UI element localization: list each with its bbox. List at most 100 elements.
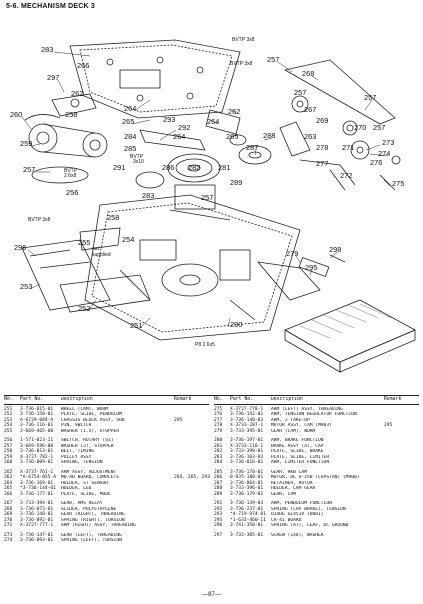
part-description: MOTOR ASSY, CAM (M903) (271, 423, 332, 428)
part-description: CHASSIS BLOCK ASSY, SUB (61, 417, 125, 423)
part-description: ARM, BRAKE FUNCTION (271, 438, 324, 443)
part-number: 3-736-197-01 (230, 438, 264, 443)
callout-278: 278 (316, 143, 328, 152)
part-number: X-3727-777-1 (20, 523, 54, 528)
callout-257: 257 (364, 93, 376, 102)
callout-258: 258 (107, 213, 119, 222)
parts-list-top-rule (4, 395, 419, 396)
part-ref-no: 291 (214, 501, 223, 506)
part-ref-no: 287 (214, 480, 223, 486)
part-remark (384, 492, 419, 498)
part-ref-no: 268 (4, 506, 13, 512)
part-ref-no: 256 (4, 438, 13, 443)
part-number: 3-736-237-01 (230, 506, 264, 512)
part-description: SPRING (LEFT), TORSION (61, 538, 122, 543)
part-number: X-3727-782-1 (20, 454, 54, 460)
screw-label-p8-2-6x5: P8 2.6x5 (195, 342, 215, 348)
callout-258: 258 (65, 110, 77, 119)
callout-264: 264 (173, 132, 185, 141)
part-description: SCREW (1X8), WASHER (271, 532, 324, 538)
part-number: *A-6754-055-A (20, 475, 56, 480)
header-description: Description (271, 397, 303, 402)
capstan-motor-gears (135, 109, 272, 221)
group-spacer (4, 544, 209, 548)
part-number: X-3727-778-1 (230, 406, 264, 412)
screw-label-3x10: 3x10 (133, 159, 144, 165)
header-remark: Remark (384, 397, 402, 402)
callout-277: 277 (316, 159, 328, 168)
part-number: X-3733-207-1 (230, 423, 264, 428)
part-description: PIN, SWITCH (61, 423, 92, 428)
callout-270: 270 (354, 123, 366, 132)
part-description: SPRING (CAP BRAKE), TENSION (271, 506, 346, 512)
part-ref-no: 255 (4, 428, 13, 434)
header-description: Description (61, 397, 93, 402)
parts-row-256: 256 1-571-823-11 SWITCH, ROTARY (S1) (4, 438, 209, 444)
part-ref-no: 273 (4, 532, 13, 538)
part-ref-no: 254 (4, 423, 13, 428)
part-ref-no: 297 (214, 532, 223, 538)
part-description: RETAINER, ROTOR (271, 480, 313, 486)
part-description: WASHER (1.5), STOPPER (61, 428, 120, 434)
part-ref-no: 275 (214, 406, 223, 412)
part-description: HOLDER, ST SENSOR (61, 480, 109, 486)
part-description: MD-AD BOARD, COMPLETE (61, 475, 120, 480)
part-ref-no: 285 (214, 469, 223, 475)
part-number: 3-736-140-03 (230, 417, 264, 423)
part-ref-no: 289 (214, 491, 223, 497)
part-number: 3-736-073-01 (20, 506, 54, 512)
callout-285: 285 (124, 144, 136, 153)
part-number: 3-736-015-01 (20, 406, 54, 412)
part-ref-no: 267 (4, 501, 13, 506)
callout-276: 276 (370, 158, 382, 167)
callout-257: 257 (201, 193, 213, 202)
callout-274: 274 (378, 149, 390, 158)
part-description: PLATE, SLIDE, LIMITER (271, 454, 330, 460)
callout-283: 283 (142, 191, 154, 200)
callout-251: 251 (130, 321, 142, 330)
callout-281: 281 (218, 163, 230, 172)
part-number: 3-736-116-01 (20, 423, 54, 428)
part-ref-no: 296 (214, 523, 223, 528)
part-description: HOLDER, CAM GEAR (271, 486, 316, 491)
callout-268: 268 (302, 69, 314, 78)
part-remark (384, 460, 419, 466)
header-part-no: Part No. (20, 397, 44, 402)
part-number: 3-669-465-00 (20, 428, 54, 434)
part-description: PLATE, SLIDE, BRAKE (271, 449, 324, 454)
part-number: 1-571-823-11 (20, 438, 54, 443)
part-number: 3-736-093-01 (20, 538, 54, 543)
part-description: SWITCH, ROTARY (S1) (61, 438, 114, 443)
parts-list-header: No. Part No. Description Remark (214, 397, 419, 405)
part-description: ARM ASSY, ADJUSTMENT (61, 469, 117, 475)
part-ref-no: 277 (214, 417, 223, 423)
part-number: X-3737-761-1 (20, 469, 54, 475)
callout-271: 271 (342, 143, 354, 152)
part-ref-no: 288 (214, 486, 223, 491)
part-description: SPRING (AT), LEAF, DC GROUND (271, 523, 349, 528)
part-number: 3-736-013-01 (20, 449, 54, 454)
part-ref-no: 281 (214, 443, 223, 449)
cam-motor (257, 254, 346, 301)
part-remark (174, 538, 209, 544)
part-description: SLIDER, POLYETHYLENE (61, 506, 117, 512)
callout-265: 265 (122, 117, 134, 126)
callout-298: 298 (329, 245, 341, 254)
